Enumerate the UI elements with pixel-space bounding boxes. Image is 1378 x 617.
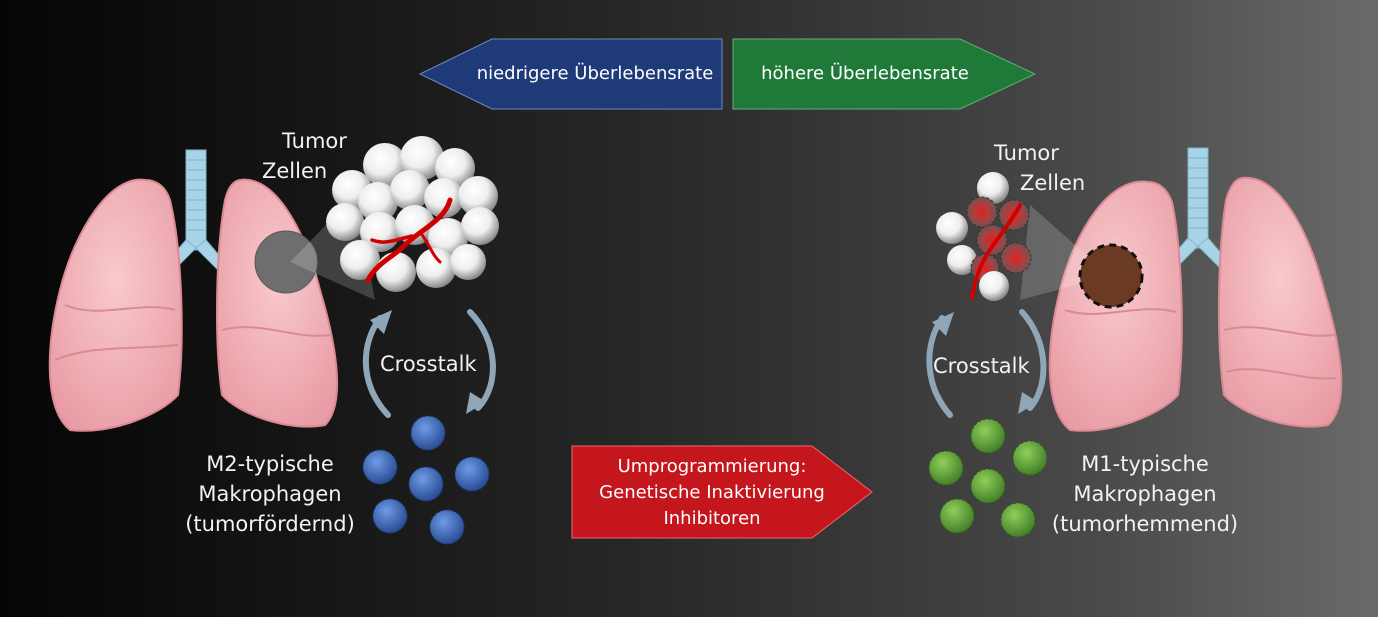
m2-macrophage-label-line2: Makrophagen [198, 482, 342, 506]
right-crosstalk-label: Crosstalk [933, 354, 1030, 378]
higher-survival-arrow [732, 38, 1037, 110]
m2-macrophage-label-line1: M2-typische [206, 452, 334, 476]
m2-macrophage-cluster [362, 415, 490, 545]
left-lungs-illustration [48, 149, 375, 432]
left-tumor-label-line2: Zellen [262, 159, 328, 183]
left-tumor-label-line1: Tumor [282, 129, 347, 153]
m1-macrophage-label-line2: Makrophagen [1073, 482, 1217, 506]
lower-survival-arrow [418, 38, 723, 110]
higher-survival-label: höhere Überlebensrate [761, 63, 969, 84]
m1-macrophage-label-line3: (tumorhemmend) [1051, 512, 1239, 536]
reprogramming-label-line2: Genetische Inaktivierung [599, 482, 825, 503]
m1-macrophage-cluster [928, 418, 1048, 538]
reprogramming-label-line1: Umprogrammierung: [617, 456, 807, 477]
m1-macrophage-label-line1: M1-typische [1081, 452, 1209, 476]
right-crosstalk-arrows [926, 309, 1047, 418]
right-tumor-label-line2: Zellen [1020, 171, 1086, 195]
right-lungs-illustration [1020, 147, 1343, 432]
lower-survival-label: niedrigere Überlebensrate [476, 63, 714, 84]
left-tumor-cell-cluster [326, 136, 499, 292]
left-crosstalk-label: Crosstalk [380, 352, 477, 376]
right-tumor-cell-cluster [936, 172, 1032, 301]
m2-macrophage-label-line3: (tumorfördernd) [185, 512, 355, 536]
reprogramming-label-line3: Inhibitoren [663, 508, 761, 529]
reprogramming-arrow [571, 445, 873, 539]
right-tumor-label-line1: Tumor [994, 141, 1059, 165]
left-crosstalk-arrows [362, 309, 496, 418]
